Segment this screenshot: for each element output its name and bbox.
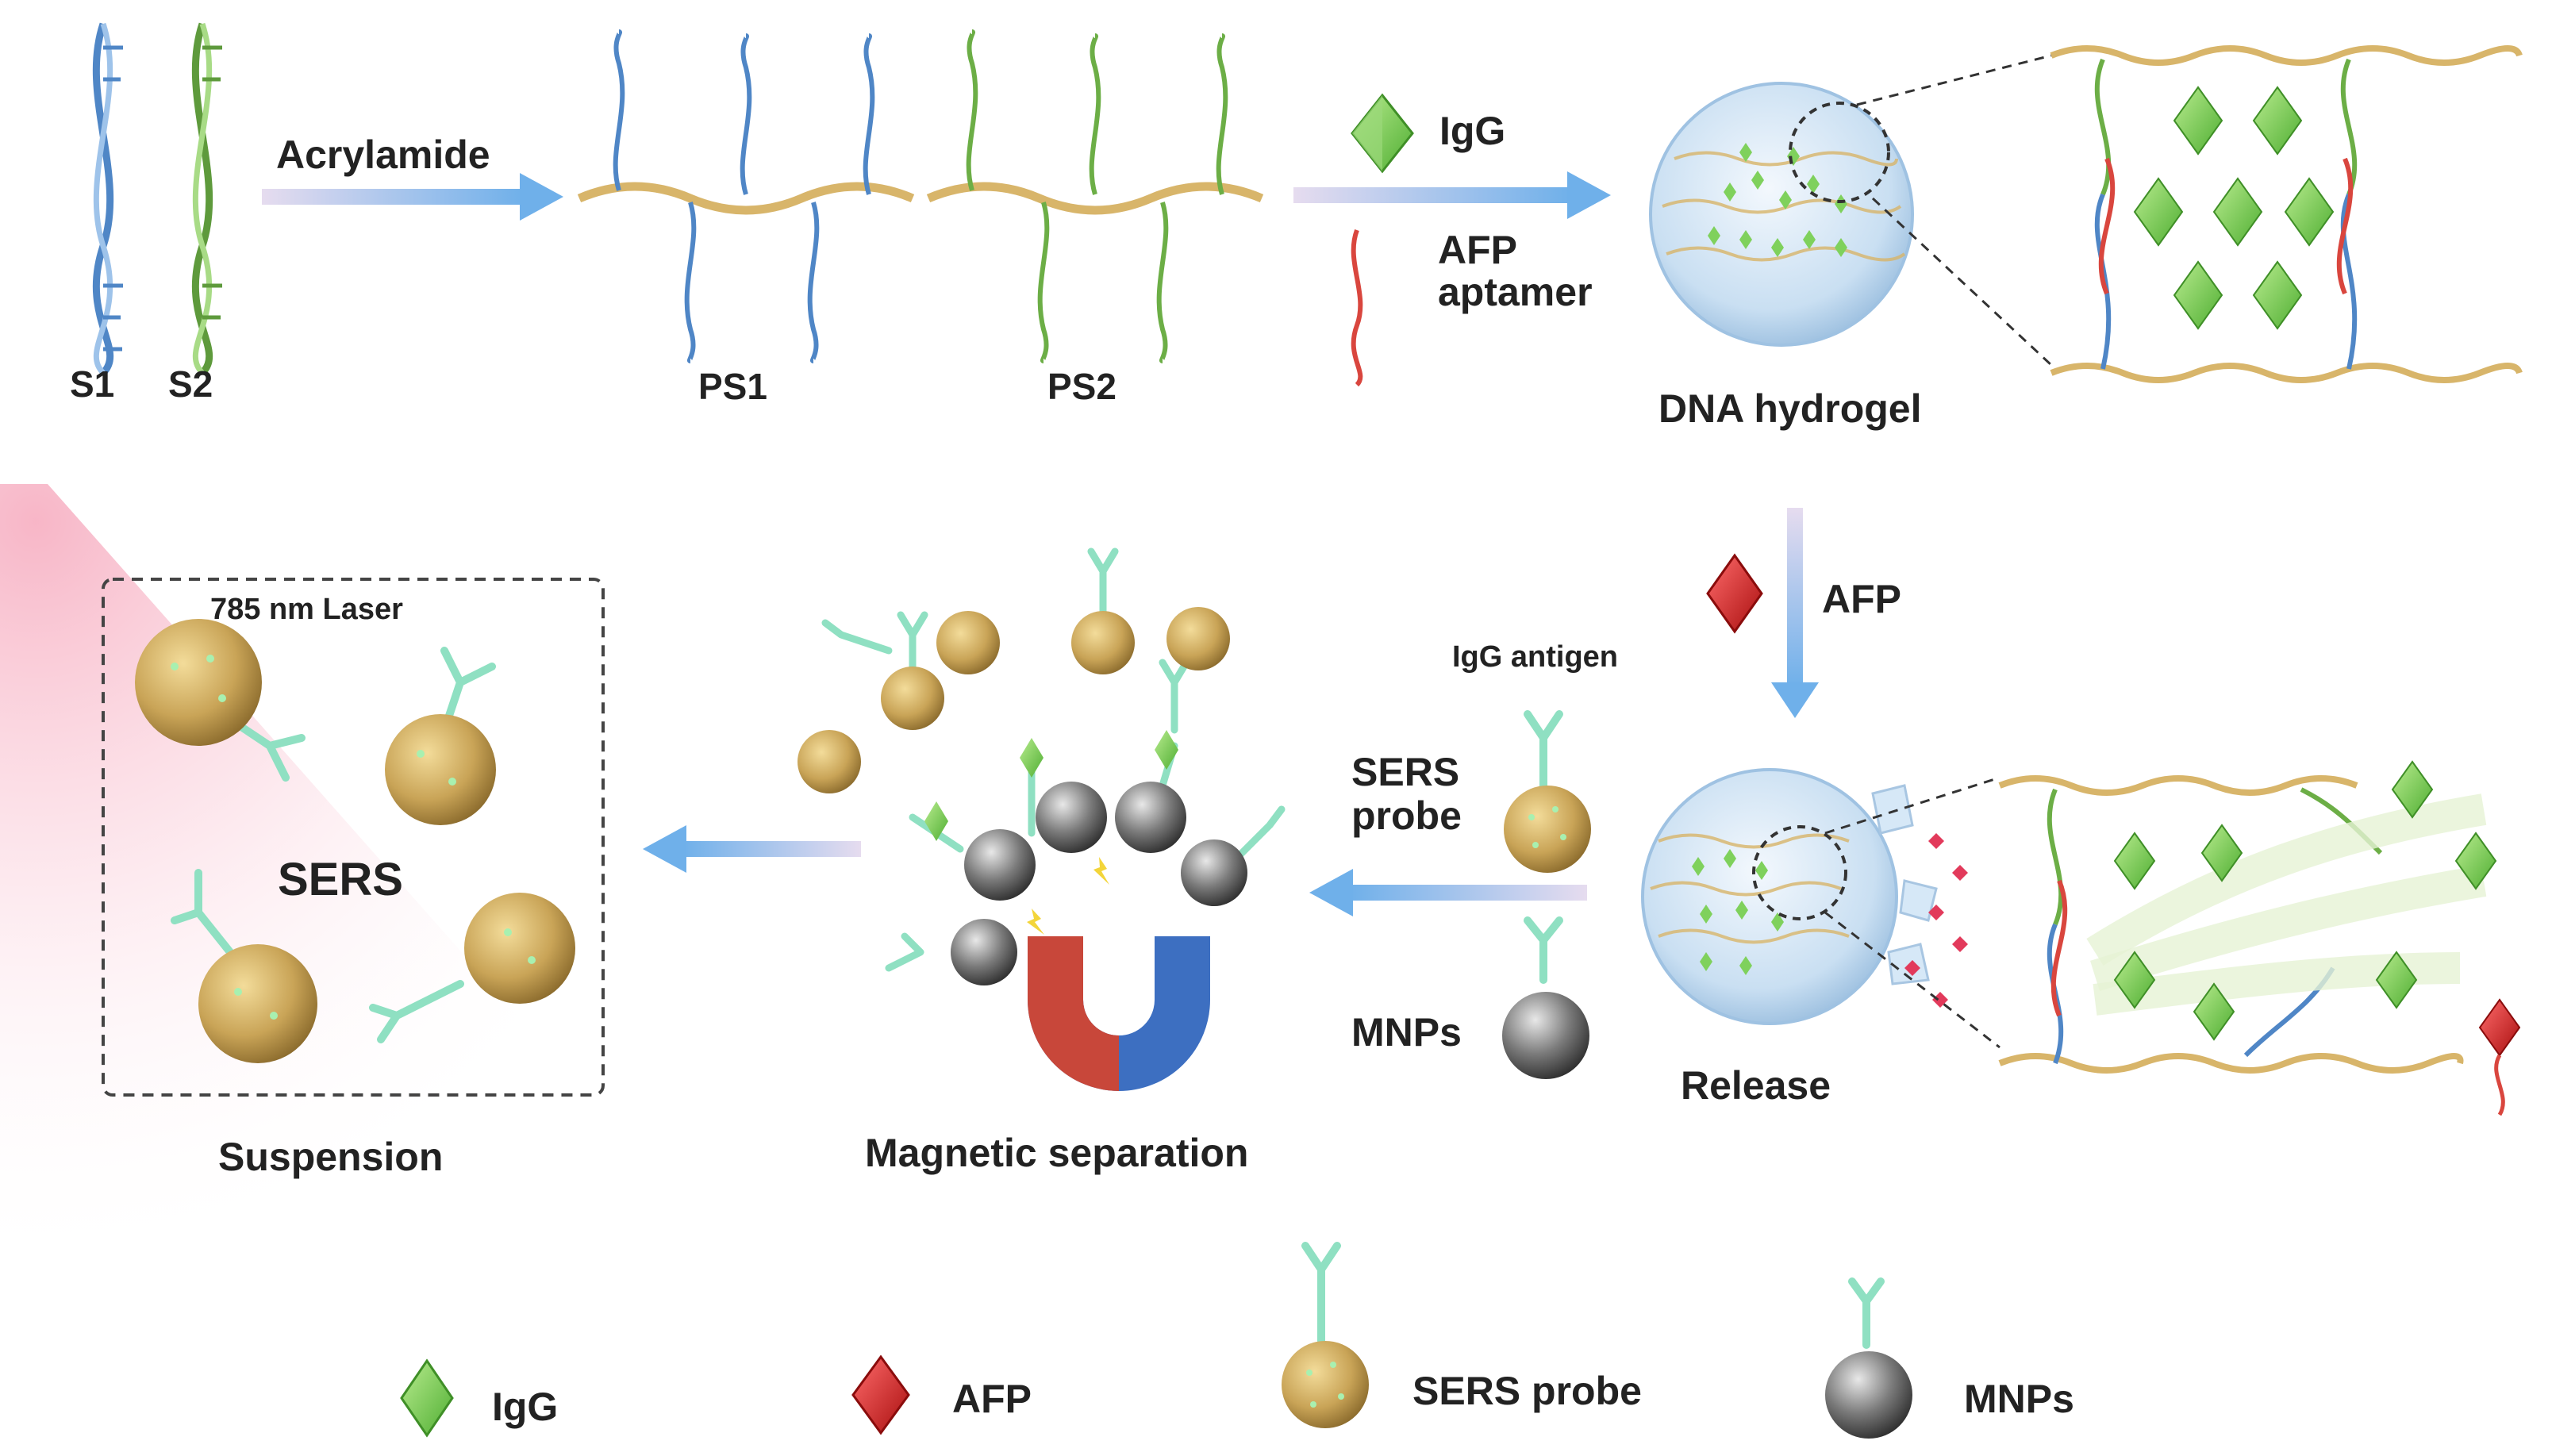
ps1-polymer [577,29,915,363]
sers-probe-label-line1: SERS [1351,750,1459,794]
strand-s2 [191,22,222,376]
release-zoom-panel [1998,760,2521,1116]
hydrogel-zoom-panel [2050,45,2523,383]
sers-probe-label-line2: probe [1351,793,1462,838]
igg-label-top: IgG [1439,109,1505,153]
suspension-box [102,578,605,1097]
s1-label: S1 [70,363,114,405]
suspension-label: Suspension [218,1135,443,1179]
legend-afp-label: AFP [952,1377,1032,1421]
dna-hydrogel-sphere [1649,82,1914,347]
released-hydrogel [1641,768,1968,1025]
legend-sers-probe-label: SERS probe [1412,1369,1642,1413]
afp-gem-mid [1706,553,1763,634]
ps2-label: PS2 [1047,366,1116,407]
ps2-polymer [926,29,1264,363]
to-suspension-arrow [643,825,861,873]
afp-down-arrow [1771,508,1819,718]
dna-hydrogel-label: DNA hydrogel [1658,386,1922,431]
ps1-label: PS1 [698,366,767,407]
zoom-lines-top [1856,54,2053,367]
igg-gem-top [1351,93,1414,174]
legend-sers-probe-icon [1282,1242,1369,1428]
add-arrow [1293,171,1611,219]
sers-label: SERS [278,854,403,905]
mnp-mid [1502,916,1589,1079]
laser-label: 785 nm Laser [210,593,403,626]
magnet-icon [1028,936,1210,1091]
release-label: Release [1681,1063,1831,1108]
zoom-lines-bottom [1824,776,2000,1049]
legend-mnps-icon [1825,1277,1912,1439]
legend-afp-icon [851,1354,910,1435]
acrylamide-arrow [262,173,563,221]
acrylamide-label: Acrylamide [276,133,490,177]
magnetic-separation-cluster [798,547,1286,1091]
afp-aptamer-line1: AFP [1438,228,1517,272]
afp-aptamer-icon [1351,229,1363,387]
mnps-label-mid: MNPs [1351,1010,1462,1055]
legend: IgG AFP SERS probe MNPs [400,1242,2074,1439]
s2-label: S2 [168,363,213,405]
legend-mnps-label: MNPs [1964,1377,2074,1421]
magnetic-separation-label: Magnetic separation [865,1131,1248,1175]
legend-igg-icon [400,1358,454,1438]
igg-antigen-label: IgG antigen [1452,640,1618,674]
legend-igg-label: IgG [492,1385,558,1429]
to-magnetic-arrow [1309,869,1587,916]
afp-aptamer-line2: aptamer [1438,270,1593,314]
sers-probe-mid [1504,710,1591,873]
afp-label-mid: AFP [1822,577,1901,621]
strand-s1 [92,22,123,376]
